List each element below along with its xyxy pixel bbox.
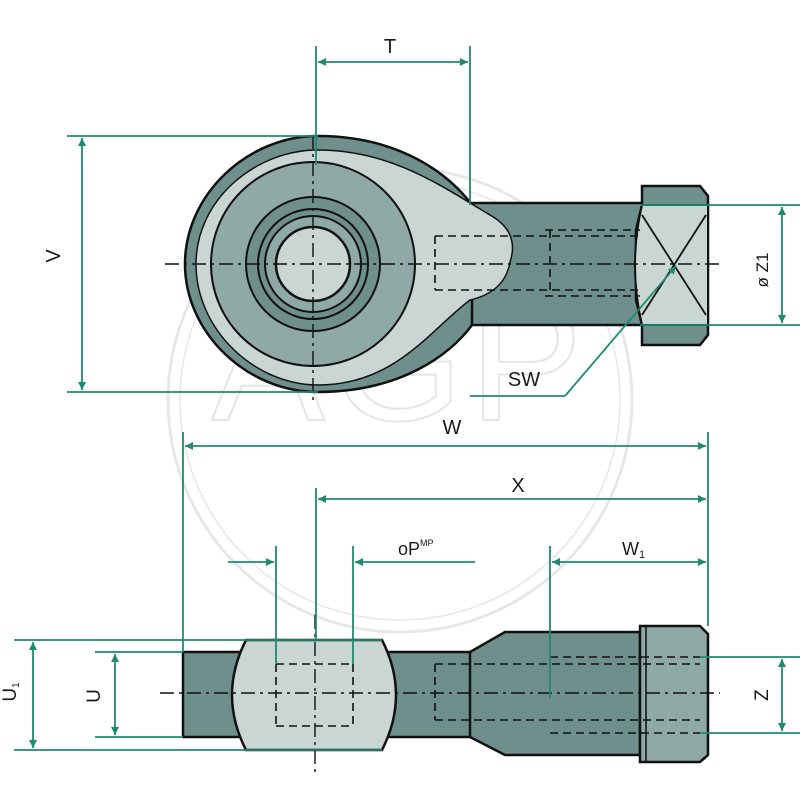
dim-op-main: oP xyxy=(398,539,420,559)
dim-w1-main: W xyxy=(622,539,639,559)
dim-z1-label: ø Z1 xyxy=(753,253,772,288)
dim-w xyxy=(182,432,709,652)
dim-op xyxy=(228,546,475,664)
dim-w1-sub: 1 xyxy=(639,549,645,561)
dim-x-label: X xyxy=(511,475,524,497)
top-hidden-thread xyxy=(434,229,640,297)
dim-op-label: oPMP xyxy=(398,538,434,559)
dim-z xyxy=(700,656,800,734)
dim-v-label: V xyxy=(43,249,65,263)
dim-u1 xyxy=(14,639,382,751)
dim-sw-leader xyxy=(470,265,677,397)
dim-op-sup: MP xyxy=(420,538,434,548)
top-view: T V ø Z1 SW xyxy=(43,36,800,400)
dim-u xyxy=(95,651,183,738)
dim-w1-label: W1 xyxy=(622,539,645,561)
dim-u1-sub: 1 xyxy=(11,682,22,688)
dim-u1-label: U1 xyxy=(0,682,22,702)
side-hidden-lines xyxy=(275,656,700,734)
dim-z1 xyxy=(640,204,800,326)
dim-u1-main: U xyxy=(0,688,21,702)
side-ball xyxy=(230,638,398,752)
side-centerlines xyxy=(160,615,720,775)
top-centerlines xyxy=(165,135,720,400)
dim-t xyxy=(315,46,471,205)
side-view: W X oPMP W1 xyxy=(0,417,800,775)
dim-sw-label: SW xyxy=(508,369,540,391)
dim-x xyxy=(315,488,706,640)
dim-u-label: U xyxy=(84,689,105,703)
dim-w-label: W xyxy=(443,417,462,439)
top-hex-face xyxy=(634,204,709,326)
dim-w1 xyxy=(549,546,706,698)
dim-z-label: Z xyxy=(752,689,773,701)
dim-t-label: T xyxy=(384,36,396,58)
side-hex-head xyxy=(638,624,710,764)
dim-v xyxy=(67,135,318,393)
